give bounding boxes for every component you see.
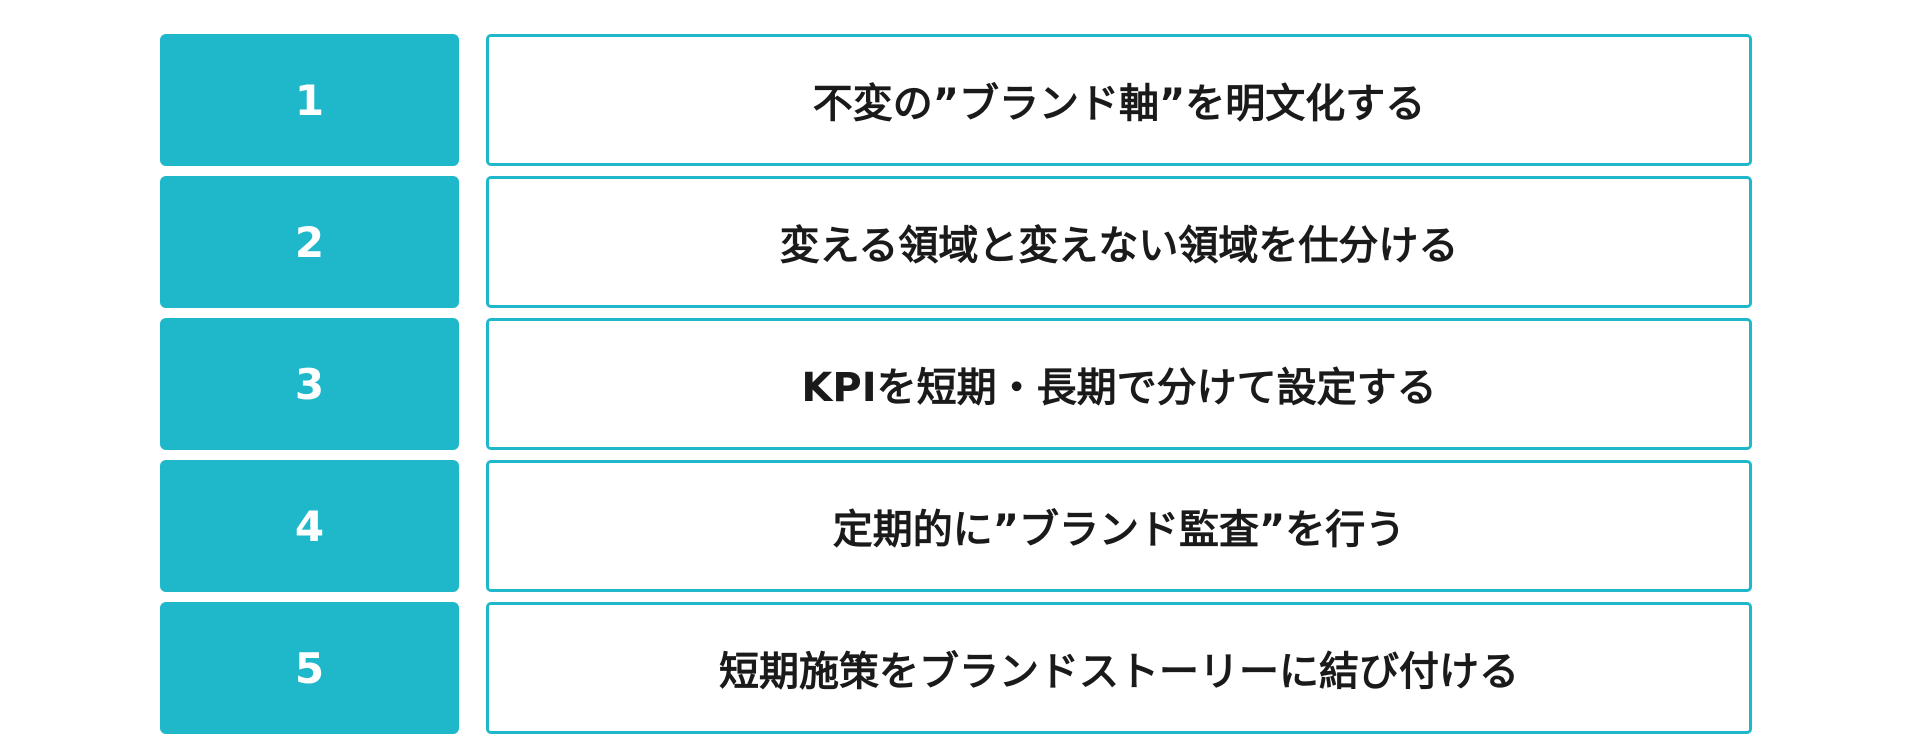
step-text: 変える領域と変えない領域を仕分ける [486, 176, 1752, 308]
step-row: 5 短期施策をブランドストーリーに結び付ける [160, 602, 1752, 734]
step-text: 短期施策をブランドストーリーに結び付ける [486, 602, 1752, 734]
step-text: 不変の”ブランド軸”を明文化する [486, 34, 1752, 166]
step-row: 1 不変の”ブランド軸”を明文化する [160, 34, 1752, 166]
step-number: 3 [160, 318, 459, 450]
step-number: 1 [160, 34, 459, 166]
step-text: 定期的に”ブランド監査”を行う [486, 460, 1752, 592]
step-row: 4 定期的に”ブランド監査”を行う [160, 460, 1752, 592]
step-number: 2 [160, 176, 459, 308]
step-number: 4 [160, 460, 459, 592]
step-number: 5 [160, 602, 459, 734]
step-row: 2 変える領域と変えない領域を仕分ける [160, 176, 1752, 308]
step-row: 3 KPIを短期・長期で分けて設定する [160, 318, 1752, 450]
step-text: KPIを短期・長期で分けて設定する [486, 318, 1752, 450]
